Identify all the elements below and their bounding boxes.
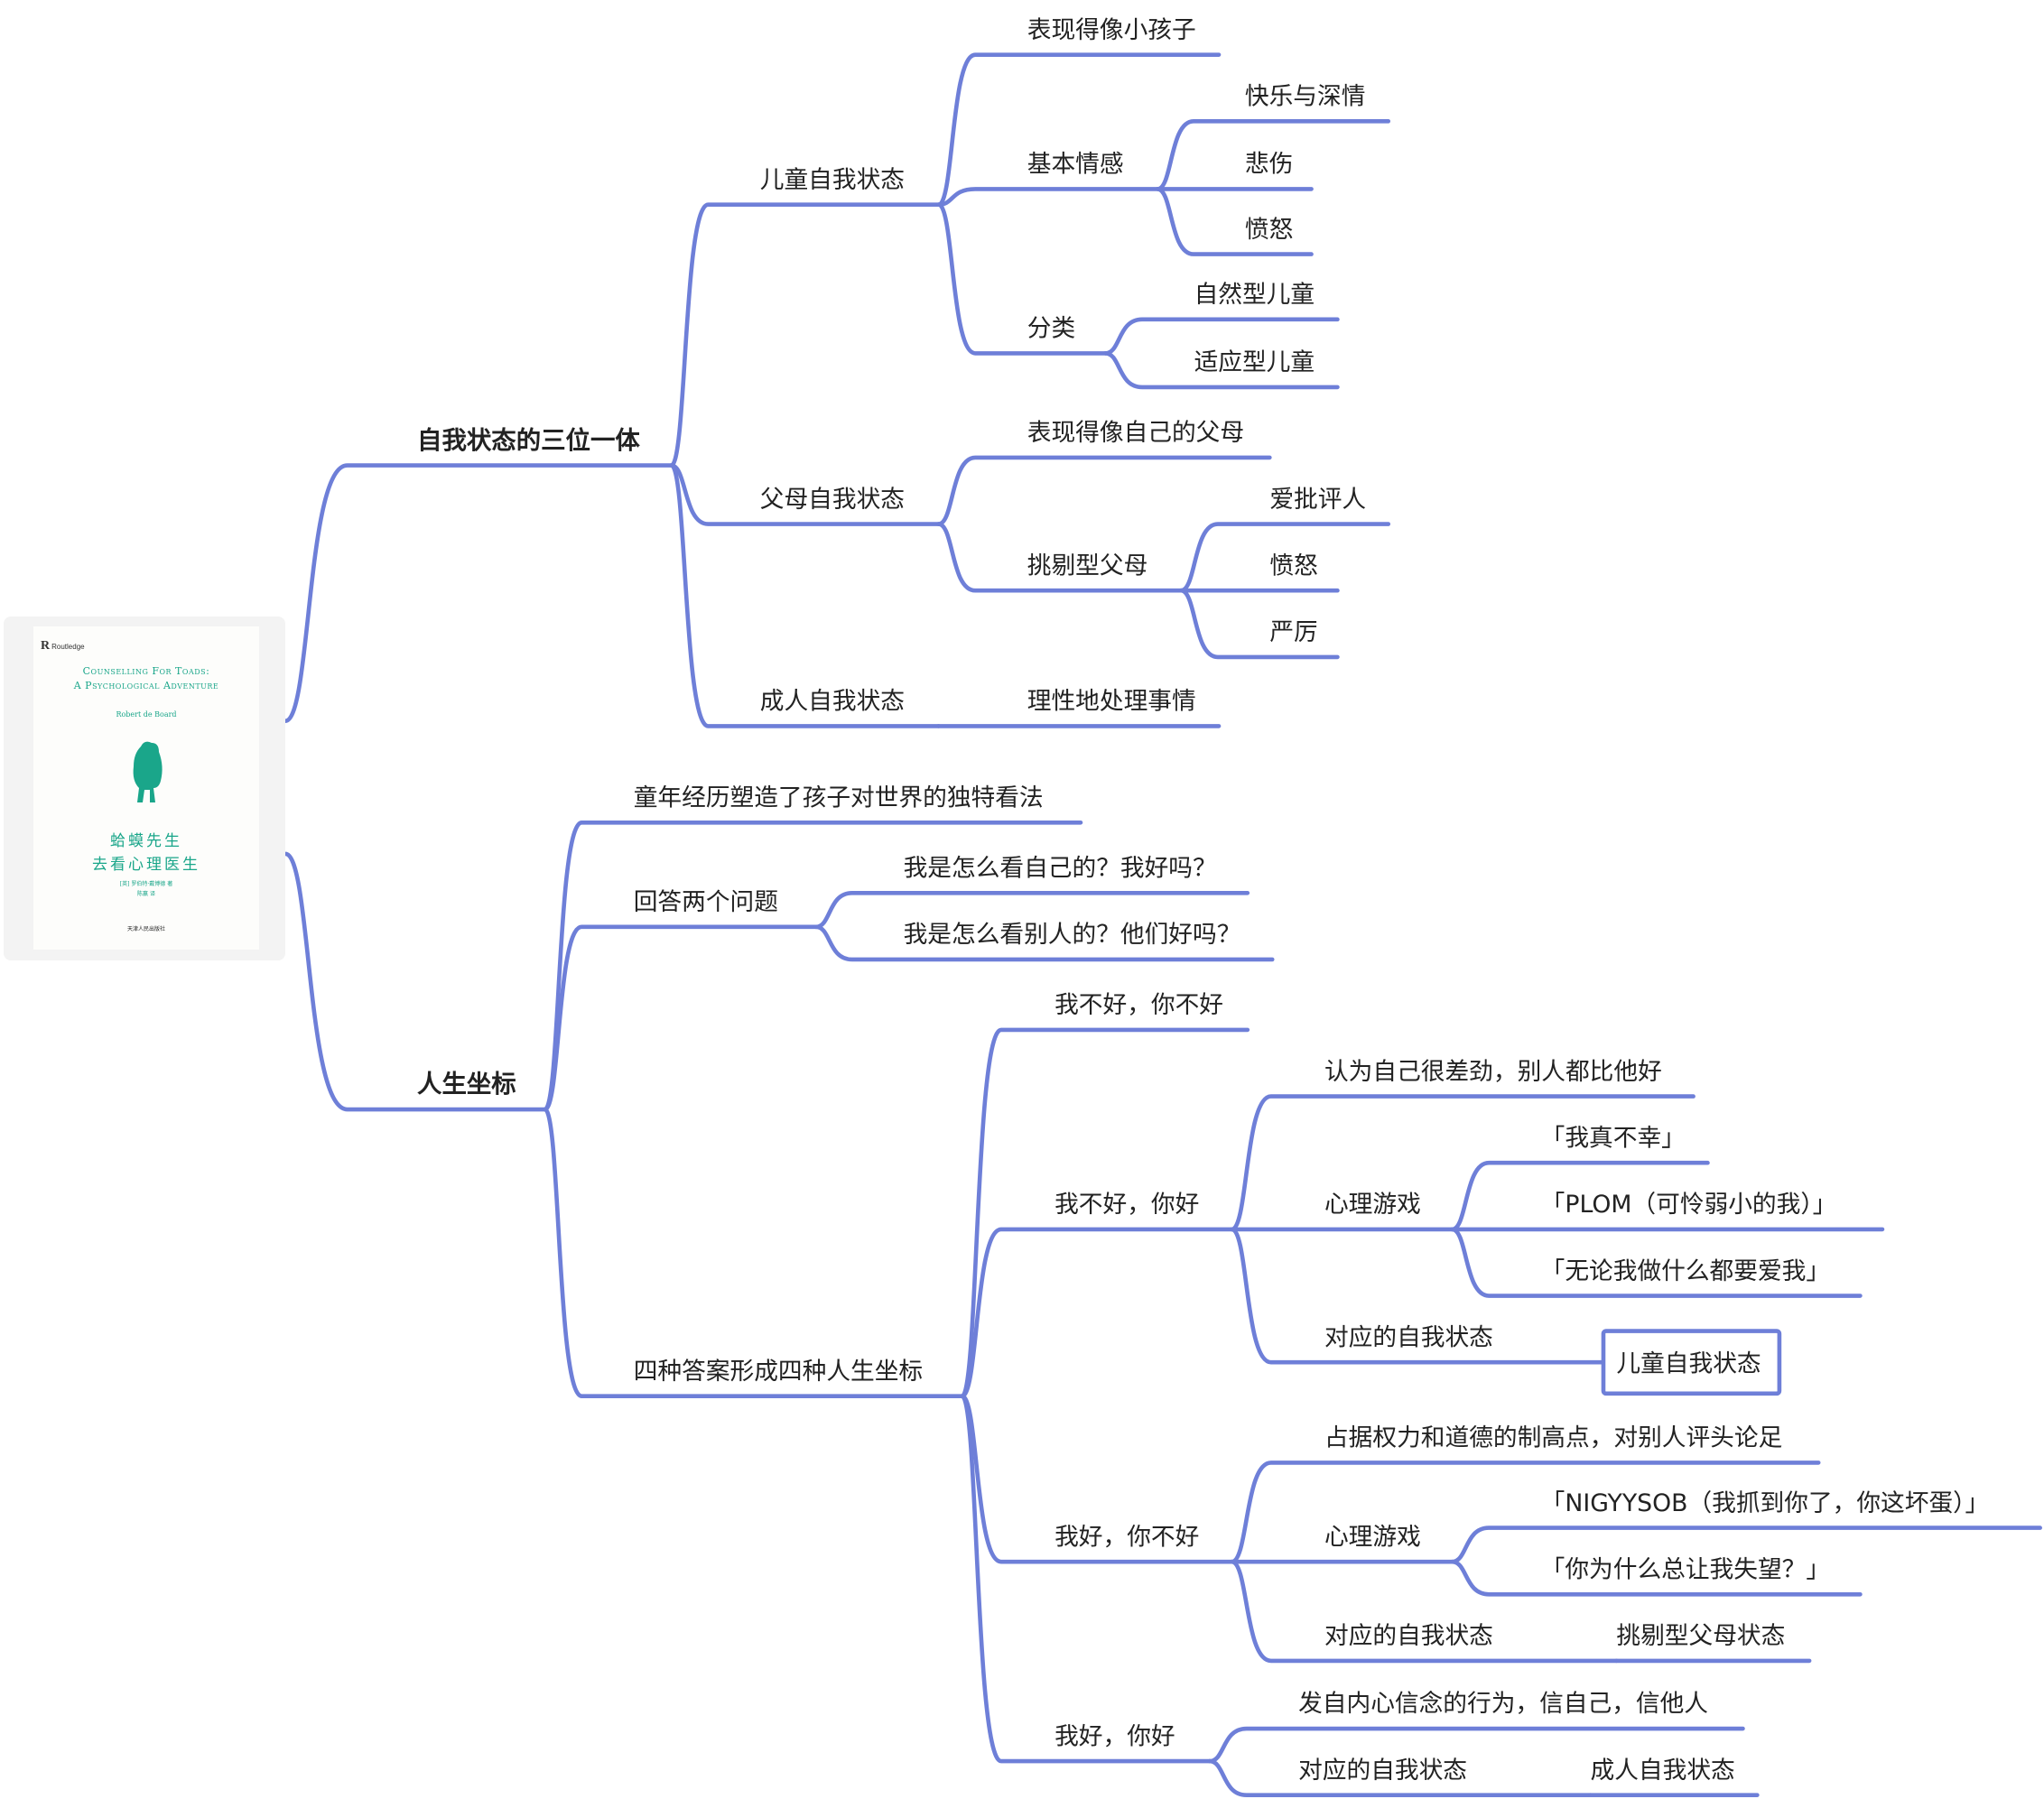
node-b3b2a[interactable]: 「我真不幸」	[1541, 1124, 1686, 1152]
node-b3a[interactable]: 我不好，你不好	[1055, 991, 1223, 1019]
node-a1b[interactable]: 基本情感	[1027, 151, 1124, 179]
toad-illustration-icon	[133, 741, 163, 802]
branch-line-b3b2c	[1450, 1227, 1863, 1298]
branch-line-b3c2a	[1450, 1525, 2042, 1564]
node-b3b2[interactable]: 心理游戏	[1324, 1191, 1421, 1219]
branch-line-b3d2	[1207, 1758, 1593, 1797]
node-b3b2c[interactable]: 「无论我做什么都要爱我」	[1541, 1257, 1830, 1285]
node-b3b2b[interactable]: 「PLOM（可怜弱小的我）」	[1541, 1191, 1837, 1219]
branch-line-a2b3	[1178, 588, 1340, 660]
branch-line-a1b1	[1155, 119, 1391, 191]
node-b3b3a[interactable]: 儿童自我状态	[1616, 1349, 1761, 1377]
cover-title-line2: A Psychological Adventure	[73, 680, 219, 691]
node-b3d[interactable]: 我好，你好	[1055, 1722, 1175, 1750]
branch-line-a1c	[936, 202, 1108, 356]
node-b3d2[interactable]: 对应的自我状态	[1298, 1757, 1467, 1785]
cover-zh-title1: 蛤蟆先生	[110, 832, 182, 850]
branch-line-a1	[669, 202, 941, 468]
node-a1[interactable]: 儿童自我状态	[760, 166, 905, 194]
node-a1c[interactable]: 分类	[1027, 315, 1075, 343]
branch-line-b3a	[960, 1027, 1250, 1399]
node-b3c[interactable]: 我好，你不好	[1055, 1523, 1199, 1551]
node-b3c2b[interactable]: 「你为什么总让我失望？」	[1541, 1555, 1830, 1583]
node-a2b2[interactable]: 愤怒	[1269, 552, 1317, 580]
branch-line-b3b3	[1230, 1227, 1604, 1365]
cover-zh-title2: 去看心理医生	[92, 856, 200, 874]
cover-zh-author: [英] 罗伯特·戴博德 著	[119, 881, 173, 887]
branch-line-b3b1	[1230, 1094, 1696, 1232]
node-b3c2a[interactable]: 「NIGYYSOB（我抓到你了，你这坏蛋）」	[1541, 1489, 1990, 1517]
node-a[interactable]: 自我状态的三位一体	[417, 426, 640, 455]
branch-line-a1c1	[1103, 317, 1340, 356]
branch-line-a1a	[936, 52, 1222, 208]
node-a2b[interactable]: 挑剔型父母	[1027, 552, 1148, 580]
node-b3c1[interactable]: 占据权力和道德的制高点，对别人评头论足	[1324, 1424, 1782, 1452]
node-a1c1[interactable]: 自然型儿童	[1194, 281, 1315, 309]
cover-press: 天津人民出版社	[126, 926, 165, 932]
node-b2[interactable]: 回答两个问题	[634, 888, 778, 916]
cover-title-line1: Counselling For Toads:	[82, 665, 210, 677]
branch-line-a2	[669, 463, 941, 526]
branch-line-b3c2b	[1450, 1559, 1863, 1597]
node-a2b1[interactable]: 爱批评人	[1269, 486, 1366, 514]
node-a1b1[interactable]: 快乐与深情	[1245, 83, 1366, 111]
branch-line-a	[283, 463, 674, 723]
branch-line-b3b	[960, 1227, 1234, 1399]
node-b3b3[interactable]: 对应的自我状态	[1324, 1323, 1493, 1351]
node-b3[interactable]: 四种答案形成四种人生坐标	[634, 1358, 923, 1386]
node-b3d2a[interactable]: 成人自我状态	[1591, 1757, 1735, 1785]
cover-author: Robert de Board	[116, 710, 177, 719]
branch-line-a2b1	[1178, 522, 1391, 593]
node-b3b1[interactable]: 认为自己很差劲，别人都比他好	[1324, 1058, 1662, 1086]
branch-line-b3c1	[1230, 1461, 1821, 1564]
branch-line-a1b3	[1155, 187, 1314, 256]
node-a1a[interactable]: 表现得像小孩子	[1027, 16, 1196, 44]
branch-line-b3	[543, 1107, 964, 1399]
node-a3[interactable]: 成人自我状态	[760, 688, 905, 716]
node-b3d1[interactable]: 发自内心信念的行为，信自己，信他人	[1298, 1690, 1708, 1718]
node-a2b3[interactable]: 严厉	[1269, 618, 1317, 646]
branch-line-b	[283, 851, 547, 1112]
branch-line-a1c2	[1103, 351, 1340, 390]
publisher-name: Routledge	[51, 643, 85, 651]
branch-line-b2	[543, 924, 819, 1112]
boxed-node-frame	[1601, 1329, 1782, 1396]
node-a3a[interactable]: 理性地处理事情	[1027, 688, 1196, 716]
node-b[interactable]: 人生坐标	[417, 1071, 516, 1099]
node-a1c2[interactable]: 适应型儿童	[1194, 348, 1315, 376]
node-b3c3[interactable]: 对应的自我状态	[1324, 1622, 1493, 1650]
branch-line-b3c3	[1230, 1559, 1619, 1664]
cover-zh-translator: 陈赢 译	[137, 891, 155, 897]
branch-line-b3b2a	[1450, 1160, 1710, 1232]
node-b1[interactable]: 童年经历塑造了孩子对世界的独特看法	[634, 784, 1044, 812]
node-b3b[interactable]: 我不好，你好	[1055, 1191, 1199, 1219]
branch-line-a3	[669, 463, 941, 728]
branch-line-a2b	[936, 522, 1184, 593]
node-a1b3[interactable]: 愤怒	[1245, 216, 1293, 244]
node-a2a[interactable]: 表现得像自己的父母	[1027, 419, 1244, 447]
node-a2[interactable]: 父母自我状态	[760, 486, 905, 514]
branch-line-b2b	[813, 924, 1275, 962]
node-a1b2[interactable]: 悲伤	[1245, 151, 1293, 179]
node-b3c3a[interactable]: 挑剔型父母状态	[1616, 1622, 1785, 1650]
branch-line-a2a	[936, 455, 1272, 526]
node-b3c2[interactable]: 心理游戏	[1324, 1523, 1421, 1551]
node-b2a[interactable]: 我是怎么看自己的？我好吗？	[904, 855, 1217, 883]
branch-line-b3d	[960, 1394, 1212, 1764]
node-b2b[interactable]: 我是怎么看别人的？他们好吗？	[904, 921, 1241, 949]
branch-line-a1b	[936, 187, 1160, 208]
